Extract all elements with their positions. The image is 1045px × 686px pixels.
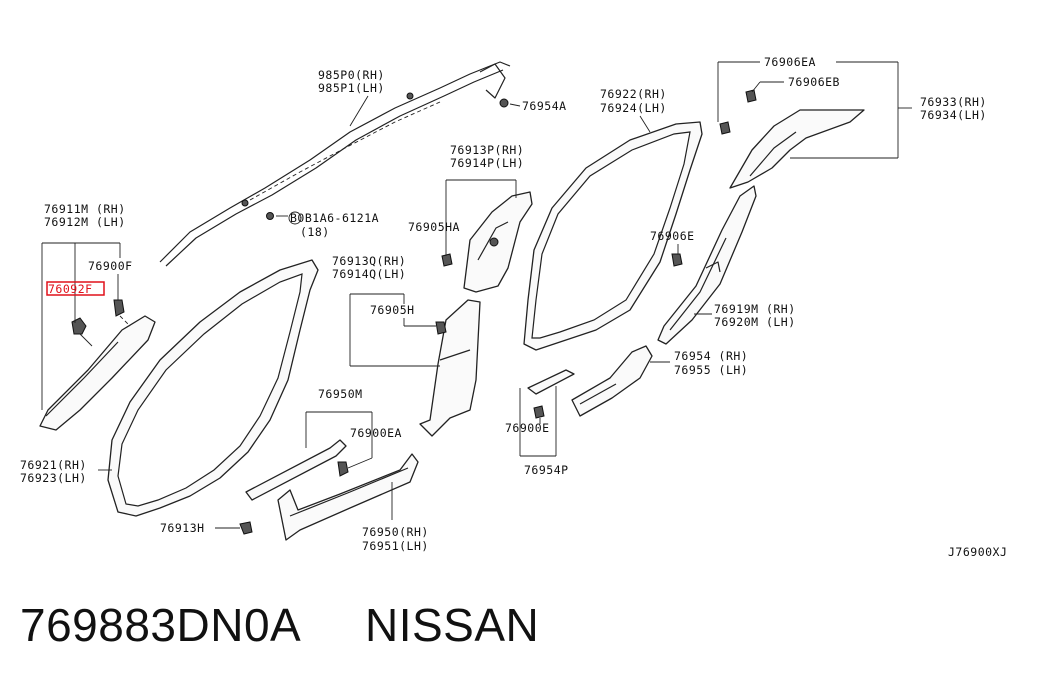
label-76920m: 76920M (LH) xyxy=(714,315,796,329)
label-76914q: 76914Q(LH) xyxy=(332,267,406,281)
curtain-airbag xyxy=(159,61,511,267)
label-76906ea: 76906EA xyxy=(764,55,816,69)
label-bolt: B0B1A6-6121A xyxy=(290,211,379,225)
label-76921: 76921(RH) xyxy=(20,458,87,472)
label-76905ha: 76905HA xyxy=(408,220,460,234)
leader-lines xyxy=(41,61,912,529)
diagram-code: J76900XJ xyxy=(948,545,1007,559)
label-76906e: 76906E xyxy=(650,229,695,243)
label-76900ea: 76900EA xyxy=(350,426,402,440)
label-76092f: 76092F xyxy=(48,282,93,296)
rear-sill-plate xyxy=(527,345,653,419)
label-76954p: 76954P xyxy=(524,463,569,477)
label-76914p: 76914P(LH) xyxy=(450,156,524,170)
brand-name: NISSAN xyxy=(365,599,540,651)
label-76922: 76922(RH) xyxy=(600,87,667,101)
part-number: 769883DN0A xyxy=(20,599,302,651)
label-76950: 76950(RH) xyxy=(362,525,429,539)
label-76919m: 76919M (RH) xyxy=(714,302,796,316)
part-labels: 985P0(RH) 985P1(LH) 76954A B0B1A6-6121A … xyxy=(20,55,1007,559)
highlight-box xyxy=(46,281,105,296)
label-76955: 76955 (LH) xyxy=(674,363,748,377)
label-76933: 76933(RH) xyxy=(920,95,987,109)
front-pillar-clips xyxy=(71,299,131,347)
label-76934: 76934(LH) xyxy=(920,108,987,122)
rear-pillar-upper-garnish xyxy=(719,89,865,189)
center-pillar-upper-garnish xyxy=(441,191,533,293)
front-sill-plate xyxy=(239,439,419,541)
label-76913p: 76913P(RH) xyxy=(450,143,524,157)
label-76913h: 76913H xyxy=(160,521,205,535)
label-bolt-qty: (18) xyxy=(300,225,330,239)
label-76900f: 76900F xyxy=(88,259,133,273)
label-985p1: 985P1(LH) xyxy=(318,81,385,95)
front-door-weatherstrip xyxy=(107,259,319,517)
label-76954a: 76954A xyxy=(522,99,567,113)
label-76911m: 76911M (RH) xyxy=(44,202,126,216)
label-76951: 76951(LH) xyxy=(362,539,429,553)
label-76913q: 76913Q(RH) xyxy=(332,254,406,268)
label-76905h: 76905H xyxy=(370,303,415,317)
label-76923: 76923(LH) xyxy=(20,471,87,485)
label-76906eb: 76906EB xyxy=(788,75,840,89)
label-76900e: 76900E xyxy=(505,421,550,435)
label-76950m: 76950M xyxy=(318,387,363,401)
label-76912m: 76912M (LH) xyxy=(44,215,126,229)
center-pillar-lower-garnish xyxy=(419,299,481,437)
label-76954: 76954 (RH) xyxy=(674,349,748,363)
label-985p0: 985P0(RH) xyxy=(318,68,385,82)
rear-pillar-lower-garnish xyxy=(657,185,757,345)
rear-door-weatherstrip xyxy=(523,121,703,351)
front-pillar-garnish xyxy=(39,315,156,431)
label-76924: 76924(LH) xyxy=(600,101,667,115)
